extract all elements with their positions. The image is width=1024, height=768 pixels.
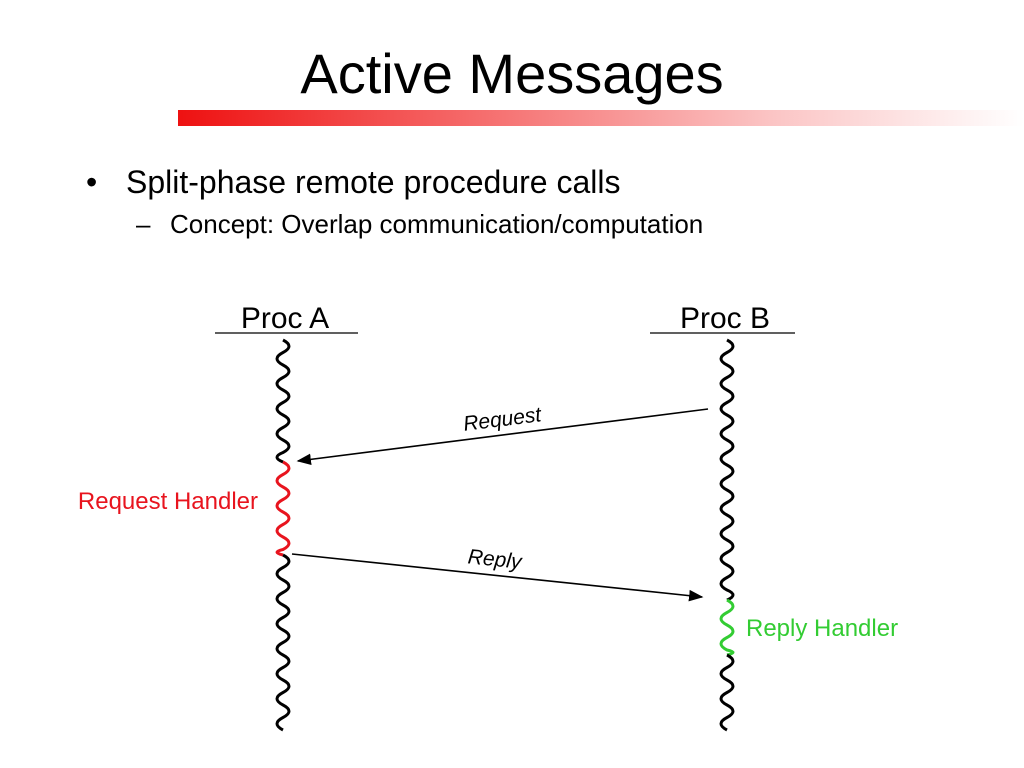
bullet-item: • Split-phase remote procedure calls bbox=[86, 160, 703, 204]
request-handler-timeline-segment bbox=[275, 460, 291, 557]
reply-label: Reply bbox=[467, 545, 524, 574]
sub-bullet-text: Concept: Overlap communication/computati… bbox=[170, 209, 704, 239]
bullet-list: • Split-phase remote procedure calls – C… bbox=[86, 160, 703, 244]
reply-arrow bbox=[291, 553, 704, 602]
bullet-marker: • bbox=[86, 164, 98, 200]
proc-a-timeline-segment bbox=[275, 338, 291, 464]
request-arrow bbox=[296, 408, 709, 466]
proc-b-label: Proc B bbox=[680, 302, 770, 335]
proc-a-timeline-segment bbox=[275, 553, 291, 732]
reply-handler-label: Reply Handler bbox=[746, 615, 898, 642]
reply-handler-timeline-segment bbox=[719, 598, 735, 657]
proc-b-timeline-segment bbox=[719, 653, 735, 732]
proc-b-timeline-segment bbox=[719, 338, 735, 602]
bullet-text: Split-phase remote procedure calls bbox=[126, 164, 621, 200]
request-handler-label: Request Handler bbox=[78, 488, 258, 515]
sub-bullet-marker: – bbox=[136, 209, 151, 239]
proc-a-label: Proc A bbox=[241, 302, 329, 335]
slide-title: Active Messages bbox=[300, 42, 724, 105]
sub-bullet-item: – Concept: Overlap communication/computa… bbox=[136, 204, 703, 244]
title-underline-bar bbox=[178, 110, 1024, 126]
